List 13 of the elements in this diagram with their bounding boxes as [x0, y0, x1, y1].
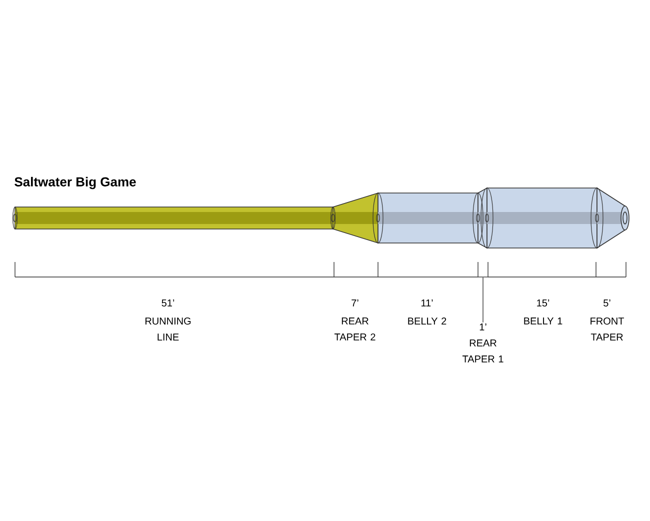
segment-label: BELLY 1: [524, 318, 562, 324]
length-label: 11’: [421, 300, 433, 306]
leader-line: [482, 277, 484, 323]
segment-label: BELLY 2: [408, 318, 446, 324]
segment-label: REAR TAPER 2: [334, 318, 376, 340]
length-label: 51’: [162, 300, 174, 306]
title: Saltwater Big Game: [14, 176, 136, 190]
length-label: 15’: [537, 300, 550, 306]
segment-label: RUNNING LINE: [146, 318, 191, 340]
segment-label: FRONT TAPER: [590, 318, 624, 340]
segment-label: 1’ REAR TAPER 1: [462, 324, 504, 362]
length-label: 7’: [352, 300, 358, 306]
length-label: 5’: [604, 300, 610, 306]
